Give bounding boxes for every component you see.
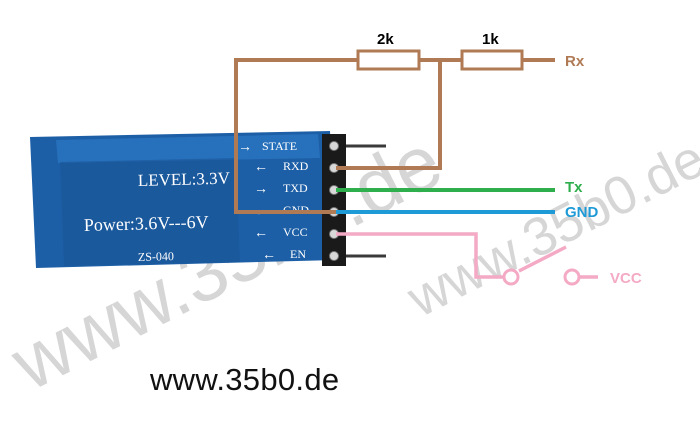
site-url: www.35b0.de <box>150 362 340 397</box>
level-label: LEVEL:3.3V <box>138 169 231 190</box>
model-label: ZS-040 <box>138 249 174 264</box>
rx-wire-rxd-leg <box>336 60 442 170</box>
pin-label-en: ← EN <box>262 247 306 263</box>
resistor-2k-label: 2k <box>377 31 394 48</box>
vcc-switch-contact-left <box>502 268 520 286</box>
pad-en <box>329 251 339 261</box>
resistor-2k-body <box>356 49 421 71</box>
vcc-label: VCC <box>610 270 642 287</box>
vcc-switch-contact-right <box>563 268 581 286</box>
pin-label-state: → STATE <box>238 139 297 155</box>
pin-label-txd: → TXD <box>254 181 308 197</box>
vcc-wiring <box>336 232 598 279</box>
pin-mark-rxd: ← <box>254 160 268 175</box>
vcc-switch-lever <box>518 245 567 273</box>
pin-mark-en: ← <box>262 248 276 263</box>
pin-label-vcc: ← VCC <box>254 225 308 241</box>
vcc-switch-contacts <box>502 268 581 286</box>
rx-wiring <box>234 58 555 214</box>
pin-label-txd-text: TXD <box>283 181 308 195</box>
power-label: Power:3.6V---6V <box>84 212 209 235</box>
tx-label: Tx <box>565 179 583 196</box>
pin-label-rxd-text: RXD <box>283 159 309 173</box>
resistor-1k-body <box>460 49 524 71</box>
module-circuit-area <box>60 158 240 266</box>
pin-mark-state: → <box>238 140 252 155</box>
resistor-2k: 2k <box>356 31 421 71</box>
pin-label-rxd: ← RXD <box>254 159 309 175</box>
rx-wire-gnd-leg <box>234 58 358 214</box>
watermark-text-secondary: www.35b0.de <box>397 128 700 329</box>
module-shield <box>56 134 320 163</box>
pin-mark-vcc: ← <box>254 226 268 241</box>
pad-state <box>329 141 339 151</box>
vcc-wire <box>336 232 504 279</box>
pin-label-state-text: STATE <box>262 139 297 153</box>
resistor-1k-label: 1k <box>482 31 499 48</box>
pin-mark-txd: → <box>254 182 268 197</box>
header-block <box>322 134 346 266</box>
gnd-label: GND <box>565 204 599 221</box>
pin-label-en-text: EN <box>290 247 306 261</box>
resistor-1k: 1k <box>460 31 524 71</box>
pin-label-vcc-text: VCC <box>283 225 308 239</box>
rx-label: Rx <box>565 53 585 70</box>
bluetooth-module: LEVEL:3.3V Power:3.6V---6V ZS-040 → STAT… <box>30 131 386 268</box>
